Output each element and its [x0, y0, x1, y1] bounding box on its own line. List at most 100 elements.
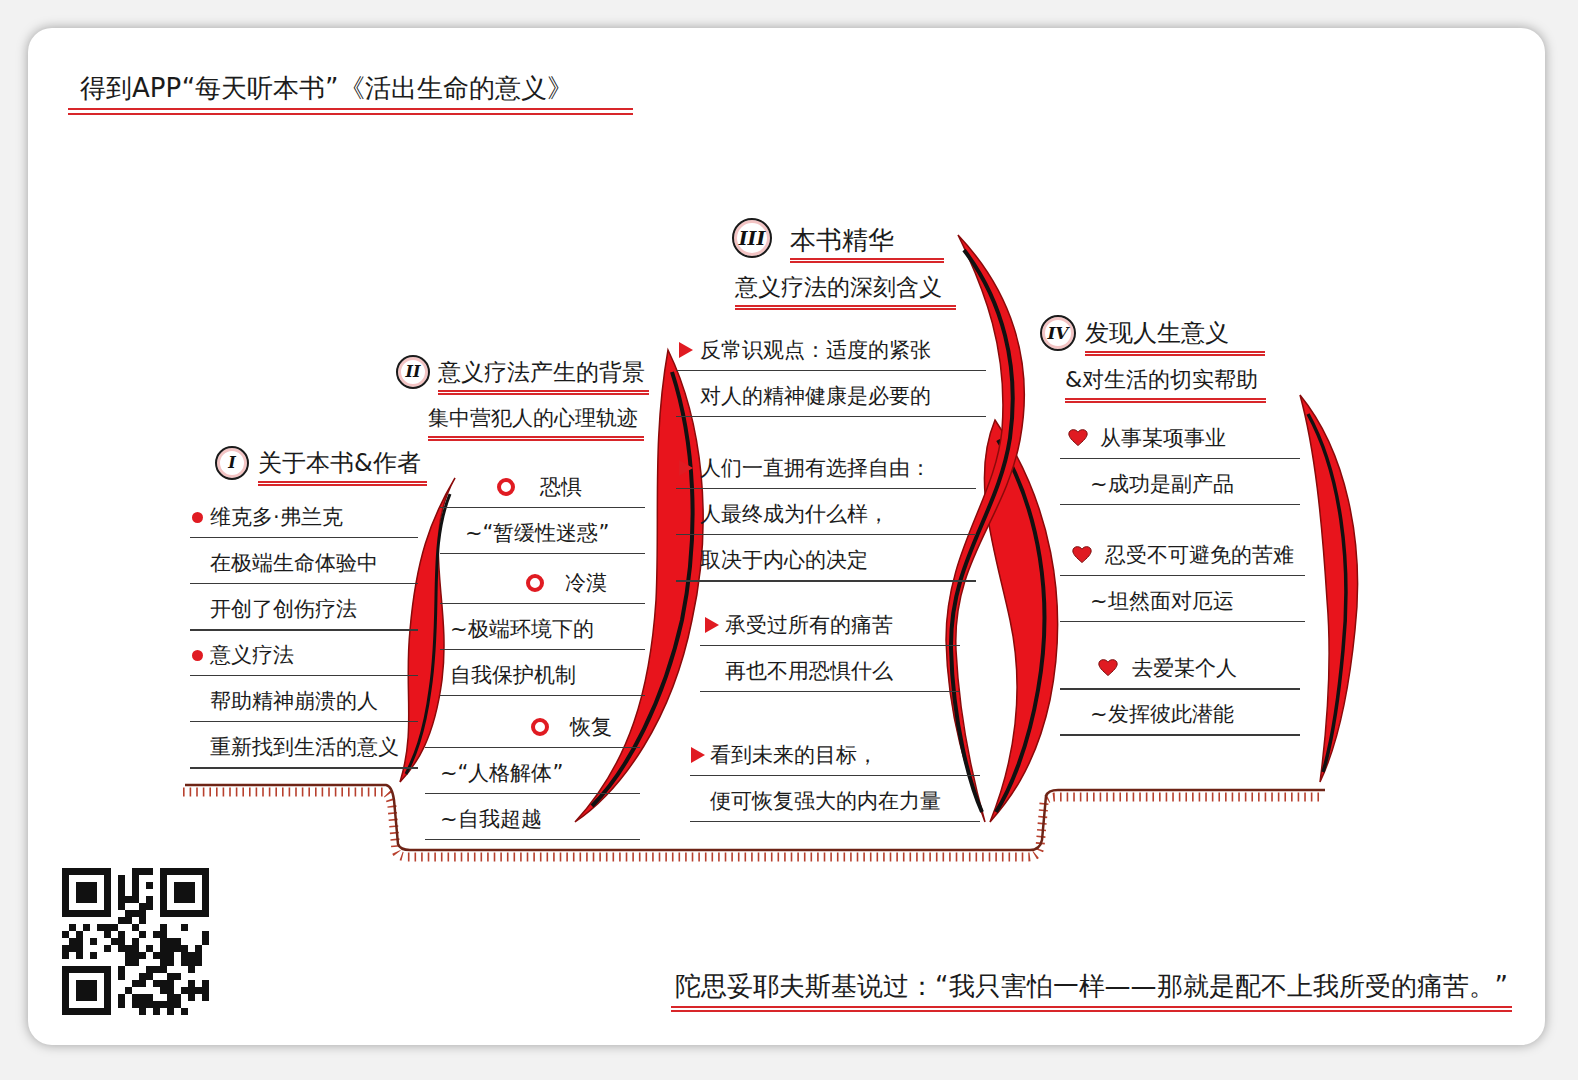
qr-module	[195, 945, 202, 952]
qr-finder	[76, 980, 97, 1001]
qr-module	[83, 924, 90, 931]
qr-module	[167, 973, 174, 980]
section-subheading: 意义疗法的深刻含义	[735, 269, 956, 310]
qr-module	[125, 987, 132, 994]
qr-module	[195, 987, 202, 994]
qr-module	[167, 945, 174, 952]
qr-module	[104, 924, 111, 931]
qr-module	[132, 945, 139, 952]
qr-module	[132, 994, 139, 1001]
qr-module	[76, 945, 83, 952]
qr-module	[153, 966, 160, 973]
numeral-badge: II	[396, 355, 430, 389]
qr-module	[181, 924, 188, 931]
quote-caption: 陀思妥耶夫斯基说过：“我只害怕一样——那就是配不上我所受的痛苦。”	[671, 966, 1512, 1012]
bullet-triangle	[690, 746, 706, 764]
bullet-dot	[192, 512, 203, 523]
flame-four	[1300, 395, 1358, 782]
qr-finder	[62, 868, 111, 917]
qr-module	[139, 903, 146, 910]
qr-module	[118, 938, 125, 945]
qr-module	[167, 952, 174, 959]
qr-module	[118, 917, 125, 924]
qr-module	[118, 931, 125, 938]
qr-finder	[69, 973, 104, 1008]
qr-module	[181, 952, 188, 959]
qr-module	[195, 952, 202, 959]
qr-module	[76, 952, 83, 959]
qr-module	[69, 924, 76, 931]
qr-module	[146, 903, 153, 910]
qr-module	[90, 952, 97, 959]
section-heading: 发现人生意义	[1085, 315, 1265, 356]
qr-module	[125, 952, 132, 959]
bullet-item: 承受过所有的痛苦 再也不用恐惧什么	[700, 602, 960, 694]
qr-module	[174, 938, 181, 945]
qr-module	[174, 1001, 181, 1008]
qr-module	[118, 973, 125, 980]
callout-number: III	[739, 229, 766, 248]
qr-module	[139, 910, 146, 917]
qr-module	[90, 938, 97, 945]
qr-module	[132, 980, 139, 987]
qr-module	[195, 959, 202, 966]
qr-finder	[76, 882, 97, 903]
heart-shape	[1099, 660, 1117, 676]
item-text: 意义疗法 帮助精神崩溃的人 重新找到生活的意义	[190, 632, 418, 770]
qr-module	[132, 910, 139, 917]
qr-module	[174, 973, 181, 980]
qr-module	[202, 938, 209, 945]
item-text: 忍受不可避免的苦难	[1060, 532, 1305, 578]
qr-module	[139, 973, 146, 980]
triangle-shape	[679, 460, 693, 476]
qr-module	[139, 917, 146, 924]
callout-number: II	[406, 364, 421, 380]
bullet-triangle	[678, 341, 694, 359]
flame-core	[1308, 414, 1346, 772]
qr-module	[160, 980, 167, 987]
numeral-badge: III	[732, 218, 772, 258]
qr-module	[188, 966, 195, 973]
qr-module	[139, 1001, 146, 1008]
qr-module	[160, 924, 167, 931]
qr-module	[146, 868, 153, 875]
qr-module	[202, 987, 209, 994]
item-note: ~“暂缓性迷惑”	[440, 510, 645, 556]
title-wrap: 得到APP“每天听本书”《活出生命的意义》	[68, 70, 633, 115]
qr-finder	[62, 966, 111, 1015]
bullet-item: 人们一直拥有选择自由： 人最终成为什么样， 取决于内心的决定	[676, 445, 976, 583]
item-note: ~坦然面对厄运	[1060, 578, 1305, 624]
qr-module	[118, 1001, 125, 1008]
qr-module	[146, 994, 153, 1001]
qr-module	[146, 896, 153, 903]
qr-module	[132, 868, 139, 875]
qr-module	[202, 994, 209, 1001]
item-text: 去爱某个人	[1060, 645, 1300, 691]
qr-module	[181, 945, 188, 952]
qr-module	[118, 966, 125, 973]
item-note: ~发挥彼此潜能	[1060, 691, 1300, 737]
qr-module	[139, 994, 146, 1001]
item-note: ~“人格解体” ~自我超越	[425, 750, 640, 842]
item-text: 人们一直拥有选择自由： 人最终成为什么样， 取决于内心的决定	[676, 445, 976, 583]
qr-module	[118, 903, 125, 910]
numeral-badge: IV	[1040, 315, 1076, 351]
qr-module	[174, 945, 181, 952]
qr-module	[125, 959, 132, 966]
qr-module	[146, 966, 153, 973]
item-note: ~成功是副产品	[1060, 461, 1300, 507]
qr-module	[160, 931, 167, 938]
page-title: 得到APP“每天听本书”《活出生命的意义》	[68, 70, 633, 115]
qr-module	[118, 882, 125, 889]
qr-ground	[58, 864, 213, 1019]
bullet-item: 恐惧~“暂缓性迷惑”	[440, 464, 645, 556]
bullet-item: 冷漠~极端环境下的 自我保护机制	[440, 560, 645, 698]
qr-module	[174, 994, 181, 1001]
qr-module	[111, 938, 118, 945]
qr-module	[160, 945, 167, 952]
bullet-ring	[531, 718, 549, 736]
numeral-badge: I	[215, 446, 249, 480]
qr-module	[118, 994, 125, 1001]
qr-module	[167, 980, 174, 987]
qr-module	[160, 952, 167, 959]
